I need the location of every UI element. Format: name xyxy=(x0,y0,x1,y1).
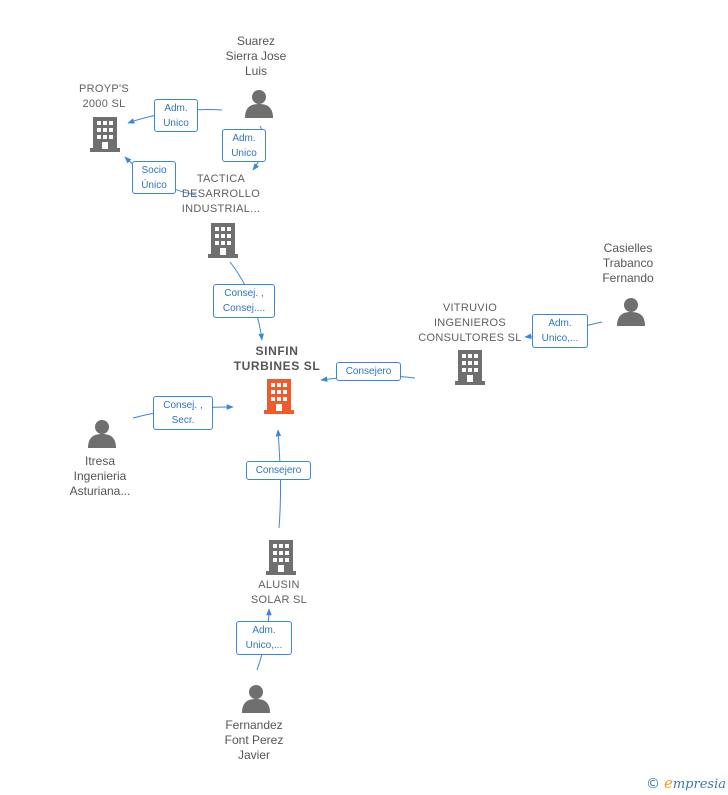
node-label-fernandez[interactable]: Fernandez Font Perez Javier xyxy=(224,718,284,762)
edge-label-alusin-sinfin[interactable]: Consejero xyxy=(246,461,311,480)
edge-label-itresa-sinfin[interactable]: Consej. , Secr. xyxy=(153,396,213,430)
node-label-vitruvio[interactable]: VITRUVIO INGENIEROS CONSULTORES SL xyxy=(418,302,522,344)
brand-name: mpresia xyxy=(672,777,726,792)
building-icon[interactable] xyxy=(455,349,485,385)
person-icon[interactable] xyxy=(616,296,646,326)
node-label-alusin[interactable]: ALUSIN SOLAR SL xyxy=(250,579,308,606)
building-icon[interactable] xyxy=(208,222,238,258)
copyright-icon: © xyxy=(645,776,660,792)
edge-label-vitruvio-sinfin[interactable]: Consejero xyxy=(336,362,401,381)
node-label-proyps[interactable]: PROYP'S 2000 SL xyxy=(78,83,130,110)
building-icon[interactable] xyxy=(90,116,120,152)
empresia-logo[interactable]: ©empresia xyxy=(646,774,726,792)
node-label-sinfin[interactable]: SINFIN TURBINES SL xyxy=(233,344,321,373)
node-label-tactica[interactable]: TACTICA DESARROLLO INDUSTRIAL... xyxy=(181,173,261,215)
node-label-itresa[interactable]: Itresa Ingenieria Asturiana... xyxy=(69,454,131,498)
edge-label-tactica-proyps[interactable]: Socio Único xyxy=(132,161,176,194)
building-icon[interactable] xyxy=(266,539,296,575)
brand-initial: e xyxy=(663,774,673,792)
edge-label-tactica-sinfin[interactable]: Consej. , Consej.... xyxy=(213,284,275,318)
person-icon[interactable] xyxy=(87,418,117,448)
node-label-suarez[interactable]: Suarez Sierra Jose Luis xyxy=(225,34,287,78)
edge-label-suarez-tactica[interactable]: Adm. Unico xyxy=(222,129,266,162)
edge-label-fernandez-alusin[interactable]: Adm. Unico,... xyxy=(236,621,292,655)
focus-building-icon[interactable] xyxy=(264,378,294,414)
person-icon[interactable] xyxy=(241,683,271,713)
edge-label-casielles-vitruvio[interactable]: Adm. Unico,... xyxy=(532,314,588,348)
node-label-casielles[interactable]: Casielles Trabanco Fernando xyxy=(602,241,654,285)
person-icon[interactable] xyxy=(244,88,274,118)
edge-label-suarez-proyps[interactable]: Adm. Unico xyxy=(154,99,198,132)
